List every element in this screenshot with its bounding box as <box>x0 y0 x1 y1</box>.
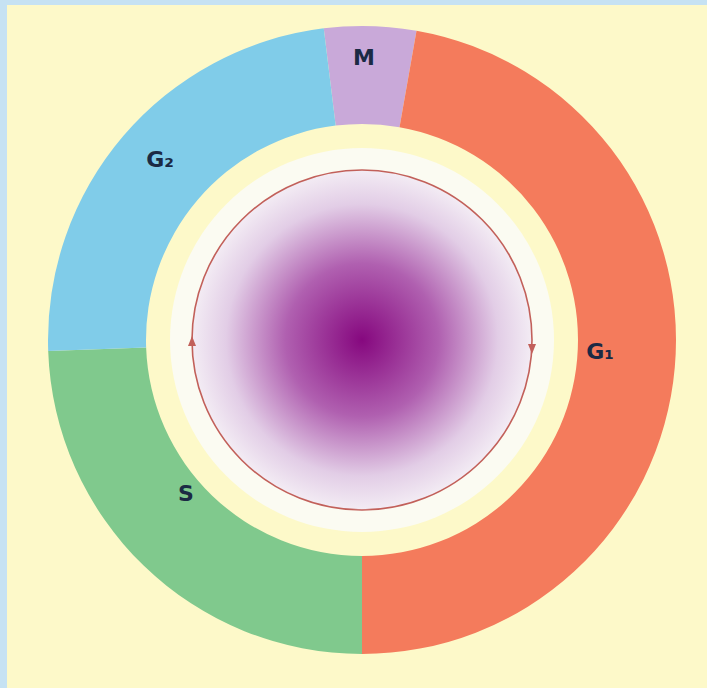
slide-edge <box>0 0 7 688</box>
cell-halo <box>170 148 554 532</box>
band-fill <box>324 26 417 127</box>
phase-label: S <box>178 483 194 505</box>
direction-arrow <box>528 344 536 354</box>
slide-edge <box>0 0 707 5</box>
phase-label: M <box>353 47 375 69</box>
phase-label: G₂ <box>146 149 174 171</box>
phase-label: G₁ <box>586 341 614 363</box>
band-fill <box>362 31 676 654</box>
cell-body <box>192 170 532 510</box>
band-fill <box>48 348 362 654</box>
direction-arrow <box>188 336 196 346</box>
band-fill <box>48 28 336 351</box>
